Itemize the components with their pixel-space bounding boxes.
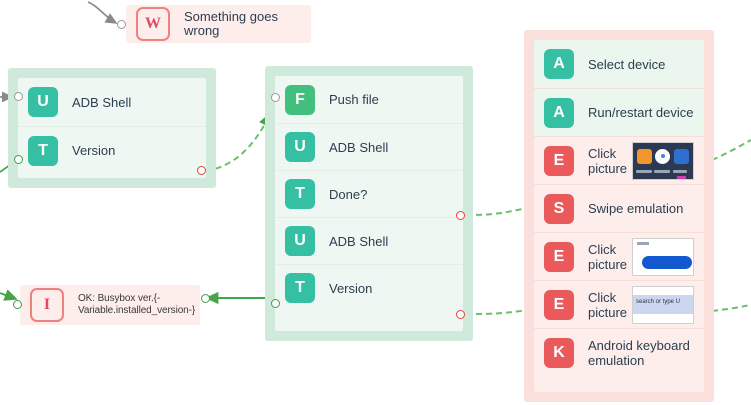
wire-right-group-out-upper (711, 139, 751, 161)
port-busybox-in[interactable] (13, 300, 22, 309)
row-label: Done? (329, 186, 368, 202)
thumbnail-home-screen[interactable] (632, 141, 694, 180)
list-item[interactable]: A Select device (534, 40, 704, 88)
list-item[interactable]: K Android keyboard emulation (534, 328, 704, 376)
device-automation-group[interactable]: A Select device A Run/restart device E C… (524, 30, 714, 402)
list-item[interactable]: T Version (275, 264, 463, 311)
keyboard-icon: K (544, 337, 574, 368)
list-item[interactable]: F Push file (275, 76, 463, 123)
wire-to-warning (87, 1, 118, 24)
accent-bar (677, 175, 686, 179)
omnibox-text: search or type U (636, 298, 681, 305)
list-item[interactable]: U ADB Shell (275, 123, 463, 170)
row-label: Click picture (588, 241, 628, 272)
port-done-out[interactable] (456, 211, 465, 220)
port-busybox-out[interactable] (201, 294, 210, 303)
adb-shell-group-inner: U ADB Shell T Version (18, 78, 206, 178)
device-automation-group-inner: A Select device A Run/restart device E C… (534, 40, 704, 392)
click-picture-icon: E (544, 145, 574, 176)
row-label: Click picture (588, 145, 628, 176)
port-version-middle-in[interactable] (271, 299, 280, 308)
port-adb-shell-group-out[interactable] (197, 166, 206, 175)
omnibox-shape: search or type U (633, 294, 693, 314)
port-push-file-in[interactable] (271, 93, 280, 102)
file-push-icon: F (285, 84, 315, 115)
row-label: Version (329, 280, 373, 296)
list-item[interactable]: U ADB Shell (18, 78, 206, 126)
adb-action-icon: A (544, 49, 574, 79)
wire-into-info (0, 289, 18, 301)
app-captions (633, 169, 693, 177)
click-picture-icon: E (544, 241, 574, 272)
shell-command-icon: U (285, 226, 315, 256)
wire-done-to-swipe (465, 207, 529, 216)
list-item[interactable]: E Click picture (534, 232, 704, 280)
thumbnail-omnibox[interactable]: search or type U (632, 285, 694, 324)
row-label: ADB Shell (329, 139, 389, 155)
app-icon-orange (637, 148, 652, 164)
row-label: ADB Shell (72, 94, 132, 110)
swipe-icon: S (544, 193, 574, 224)
row-label: Version (72, 143, 116, 158)
title-line (637, 241, 649, 245)
shell-command-icon: U (285, 132, 315, 162)
row-label: ADB Shell (329, 233, 389, 249)
port-version-left-in[interactable] (14, 155, 23, 164)
list-item[interactable]: U ADB Shell (275, 217, 463, 264)
list-item[interactable]: E Click picture search or type U (534, 280, 704, 328)
row-label: Push file (329, 92, 379, 107)
node-label: Something goes wrong (184, 9, 278, 38)
node-label: OK: Busybox ver.{-Variable.installed_ver… (78, 293, 196, 316)
thumbnail-blue-button[interactable] (632, 237, 694, 276)
push-file-group-inner: F Push file U ADB Shell T Done? U ADB Sh… (275, 76, 463, 331)
text-check-icon: T (285, 273, 315, 303)
warning-badge: W (136, 7, 170, 41)
list-item[interactable]: E Click picture (534, 136, 704, 184)
row-label: Click picture (588, 289, 628, 320)
row-label: Android keyboard emulation (588, 337, 690, 368)
port-version-middle-out[interactable] (456, 310, 465, 319)
text-check-icon: T (28, 135, 58, 166)
node-something-goes-wrong[interactable]: W Something goes wrong (126, 5, 311, 43)
wire-version-to-click (465, 309, 529, 315)
click-picture-icon: E (544, 289, 574, 320)
primary-button-shape (642, 255, 692, 269)
adb-shell-group[interactable]: U ADB Shell T Version (8, 68, 216, 188)
list-item[interactable]: T Version (18, 126, 206, 174)
row-label: Select device (588, 56, 666, 72)
node-busybox-ok[interactable]: I OK: Busybox ver.{-Variable.installed_v… (20, 285, 200, 325)
port-adb-shell-in[interactable] (14, 92, 23, 101)
adb-action-icon: A (544, 97, 574, 128)
app-icon-blue (674, 148, 689, 164)
port-warning-in[interactable] (117, 20, 126, 29)
text-check-icon: T (285, 179, 315, 209)
row-label: Swipe emulation (588, 201, 684, 216)
row-label: Run/restart device (588, 105, 694, 120)
info-badge: I (30, 288, 64, 322)
push-file-group[interactable]: F Push file U ADB Shell T Done? U ADB Sh… (265, 66, 473, 341)
chrome-icon (655, 148, 670, 164)
wire-right-group-out-lower (711, 304, 751, 312)
list-item[interactable]: T Done? (275, 170, 463, 217)
shell-command-icon: U (28, 87, 58, 117)
list-item[interactable]: S Swipe emulation (534, 184, 704, 232)
list-item[interactable]: A Run/restart device (534, 88, 704, 136)
